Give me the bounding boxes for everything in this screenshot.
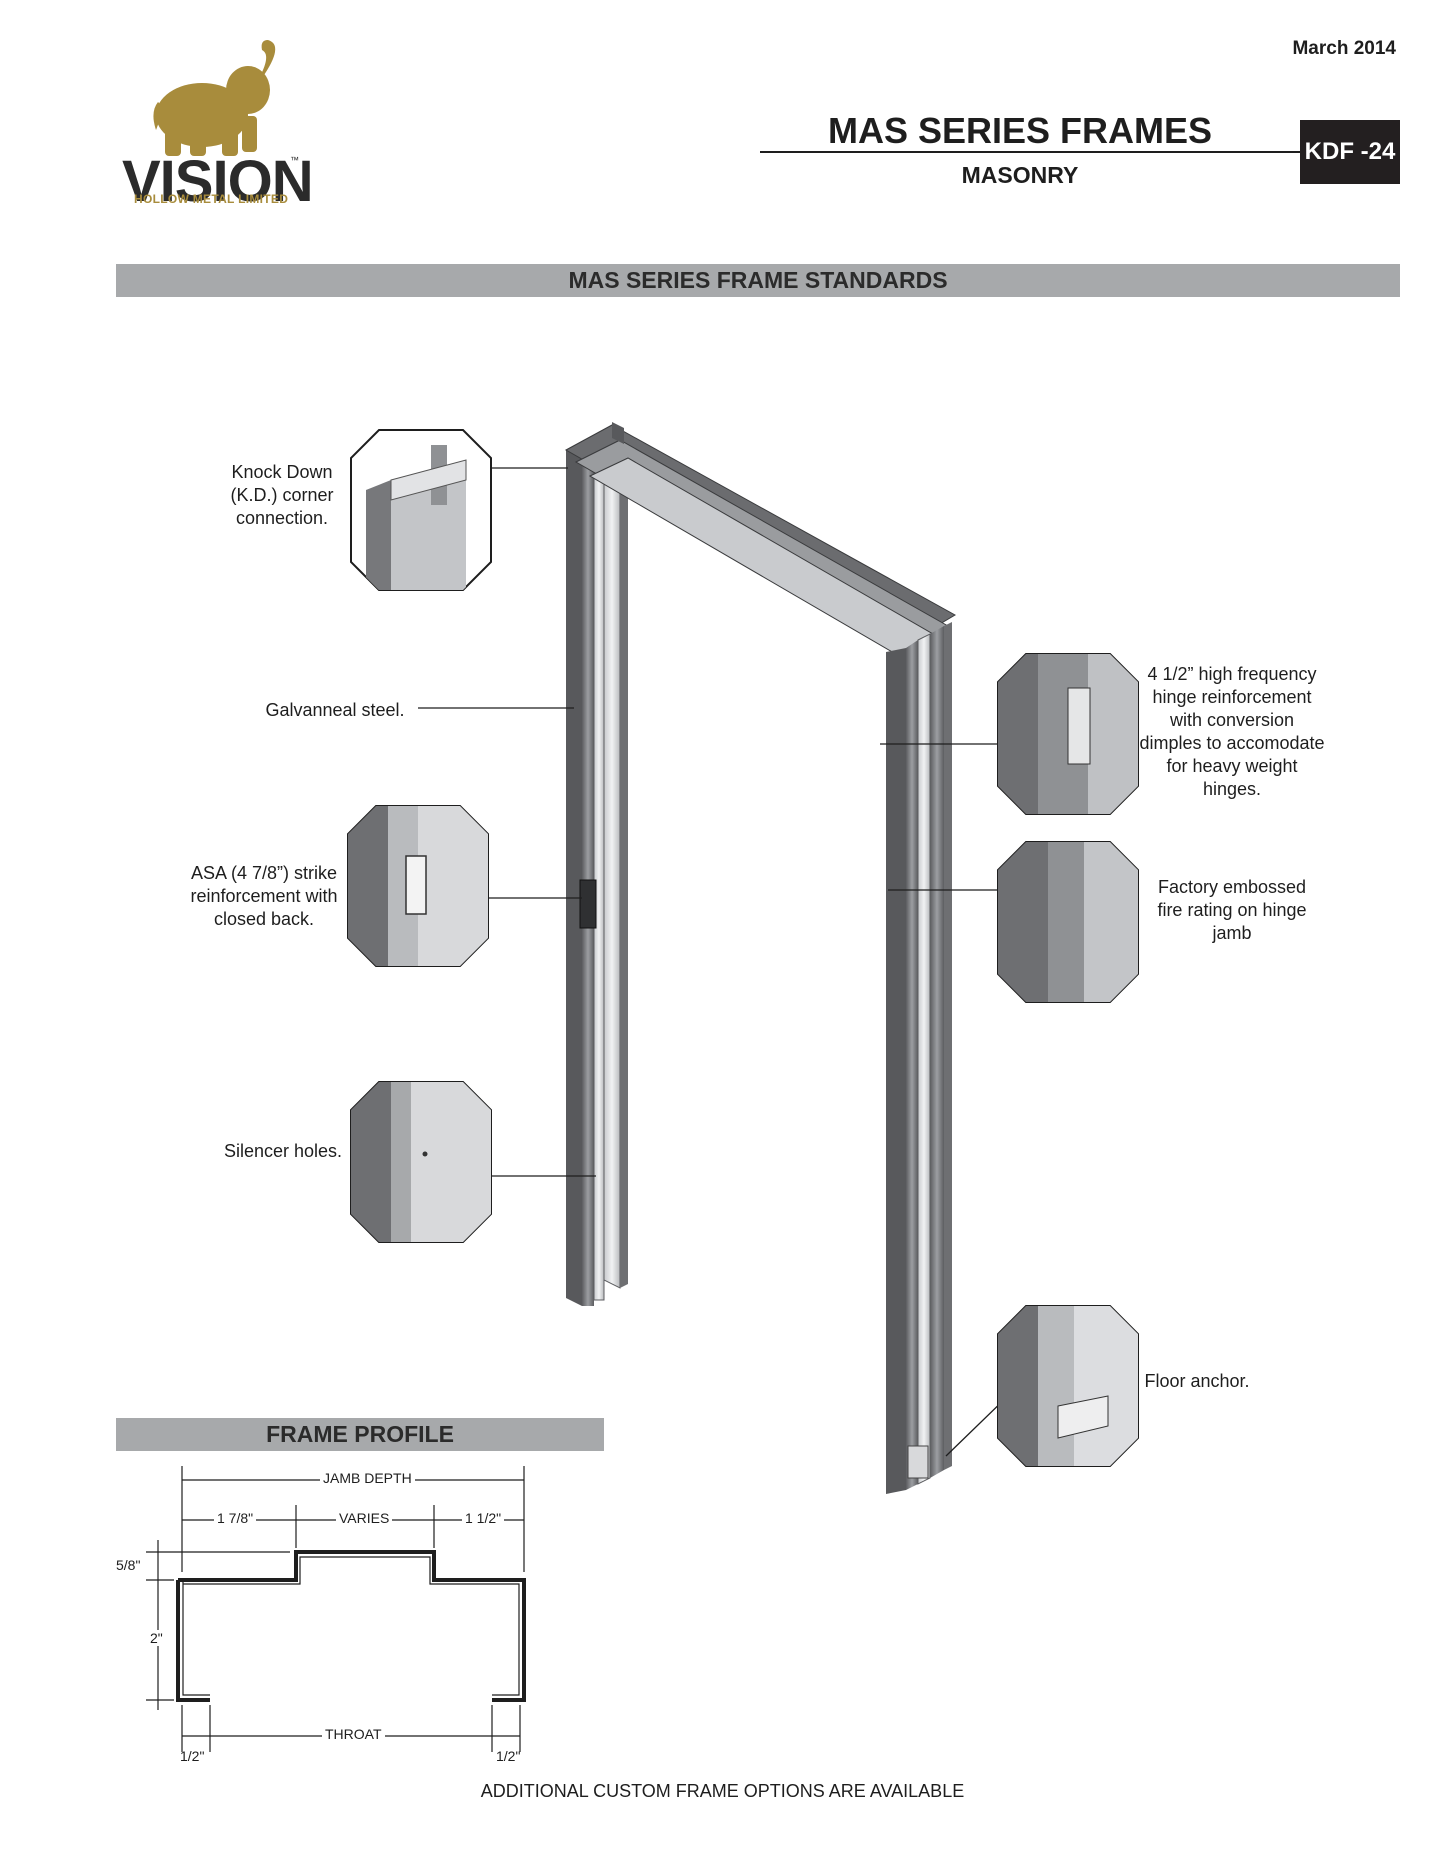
brand-wordmark: VISION bbox=[122, 149, 314, 214]
dim-right: 1 1/2" bbox=[462, 1510, 505, 1526]
left-jamb bbox=[566, 450, 628, 1306]
dim-return-right: 1/2" bbox=[496, 1748, 521, 1764]
callout-hinge-text: 4 1/2” high frequency hinge reinforcemen… bbox=[1139, 664, 1325, 799]
standards-section-heading: MAS SERIES FRAME STANDARDS bbox=[116, 264, 1400, 297]
callout-strike: ASA (4 7/8”) strike reinforcement with c… bbox=[180, 862, 348, 931]
callout-silencer: Silencer holes. bbox=[208, 1140, 358, 1163]
title-divider bbox=[760, 151, 1300, 153]
kd-corner-detail-badge bbox=[350, 429, 492, 591]
callout-galvanneal: Galvanneal steel. bbox=[250, 699, 420, 722]
document-date: March 2014 bbox=[1292, 38, 1396, 59]
dim-throat: THROAT bbox=[322, 1726, 385, 1742]
fire-rating-detail-badge bbox=[997, 841, 1139, 1003]
frame-profile-drawing bbox=[146, 1466, 526, 1752]
callout-kd-corner-text: Knock Down (K.D.) corner connection. bbox=[230, 462, 334, 528]
silencer-detail-badge bbox=[350, 1081, 492, 1243]
callout-floor-anchor-text: Floor anchor. bbox=[1144, 1371, 1250, 1391]
dim-mid: VARIES bbox=[336, 1510, 393, 1526]
dim-height: 2" bbox=[150, 1630, 163, 1646]
footer-note: ADDITIONAL CUSTOM FRAME OPTIONS ARE AVAI… bbox=[480, 1781, 965, 1801]
page-subtitle: MASONRY bbox=[961, 162, 1079, 188]
document-code-badge: KDF -24 bbox=[1300, 120, 1400, 184]
brand-subtitle: HOLLOW METAL LIMITED bbox=[134, 192, 289, 206]
floor-anchor-detail-badge bbox=[997, 1305, 1139, 1467]
callout-galvanneal-text: Galvanneal steel. bbox=[265, 700, 405, 720]
leader-lines bbox=[418, 467, 1013, 1457]
page-title: MAS SERIES FRAMES bbox=[827, 110, 1213, 151]
callout-strike-text: ASA (4 7/8”) strike reinforcement with c… bbox=[190, 863, 338, 929]
dim-step: 5/8" bbox=[116, 1557, 141, 1573]
dim-jamb-depth: JAMB DEPTH bbox=[320, 1470, 415, 1486]
callout-fire-rating-text: Factory embossed fire rating on hinge ja… bbox=[1157, 877, 1307, 943]
frame-header bbox=[564, 422, 957, 661]
callout-hinge: 4 1/2” high frequency hinge reinforcemen… bbox=[1132, 663, 1332, 801]
hinge-detail-badge bbox=[997, 653, 1139, 815]
strike-detail-badge bbox=[347, 805, 489, 967]
callout-silencer-text: Silencer holes. bbox=[223, 1141, 343, 1161]
right-jamb bbox=[886, 622, 952, 1494]
dim-return-left: 1/2" bbox=[180, 1748, 205, 1764]
profile-section-heading: FRAME PROFILE bbox=[116, 1418, 604, 1451]
callout-floor-anchor: Floor anchor. bbox=[1132, 1370, 1262, 1393]
callout-kd-corner: Knock Down (K.D.) corner connection. bbox=[208, 461, 356, 530]
brand-trademark: ™ bbox=[290, 155, 299, 165]
dim-left: 1 7/8" bbox=[214, 1510, 257, 1526]
callout-fire-rating: Factory embossed fire rating on hinge ja… bbox=[1142, 876, 1322, 945]
strike-plate bbox=[579, 879, 597, 929]
